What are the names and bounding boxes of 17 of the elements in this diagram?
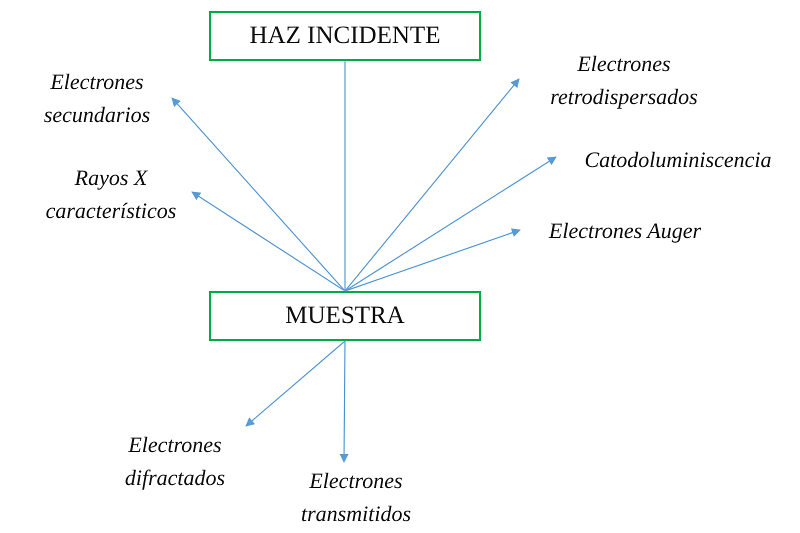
process-box: HAZ INCIDENTE [209,11,481,61]
output-label: Catodoluminiscencia [584,146,772,174]
process-box: MUESTRA [209,291,481,341]
output-label: Electrones secundarios [42,68,152,129]
output-label: Electrones retrodispersados [549,50,699,111]
output-label: Rayos X característicos [44,164,178,225]
output-label: Electrones difractados [124,431,226,492]
arrow [340,341,349,463]
arrow [171,97,346,292]
arrow [344,228,521,292]
arrow [344,156,557,292]
arrow [344,78,520,292]
arrow [191,192,346,292]
connector-line [344,61,346,291]
output-label: Electrones transmitidos [300,467,412,528]
output-label: Electrones Auger [548,216,702,245]
arrow [245,340,346,427]
